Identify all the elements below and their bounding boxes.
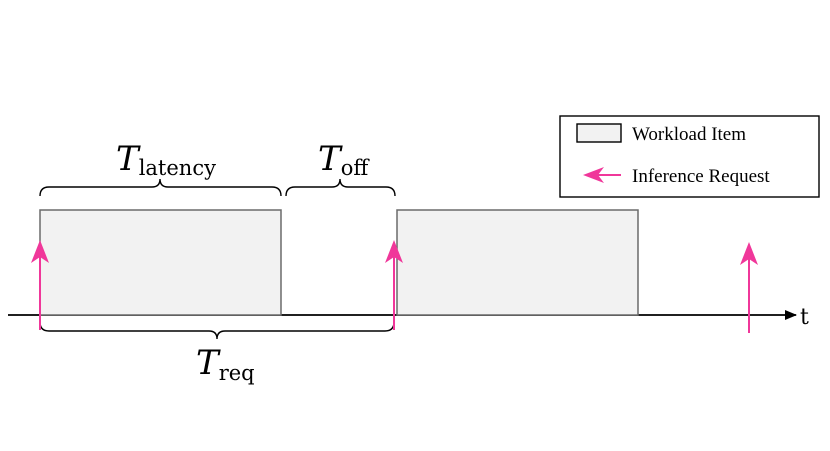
inference-request-arrow-1 [31,240,49,330]
legend-arrow-icon [583,167,621,183]
off-brace [285,178,396,197]
legend: Workload Item Inference Request [559,115,820,198]
inference-request-arrow-2 [385,240,403,330]
workload-item-2 [396,209,639,316]
legend-request-label: Inference Request [632,166,770,187]
time-axis-label: t [800,305,809,330]
latency-label: Tlatency [116,139,216,180]
req-label: Treq [196,343,255,385]
off-label: Toff [318,139,370,180]
inference-request-arrow-3 [740,242,758,333]
legend-workload-swatch [576,123,622,143]
legend-workload-label: Workload Item [632,124,746,145]
req-brace [39,321,395,340]
latency-brace [39,178,282,197]
workload-item-1 [39,209,282,316]
